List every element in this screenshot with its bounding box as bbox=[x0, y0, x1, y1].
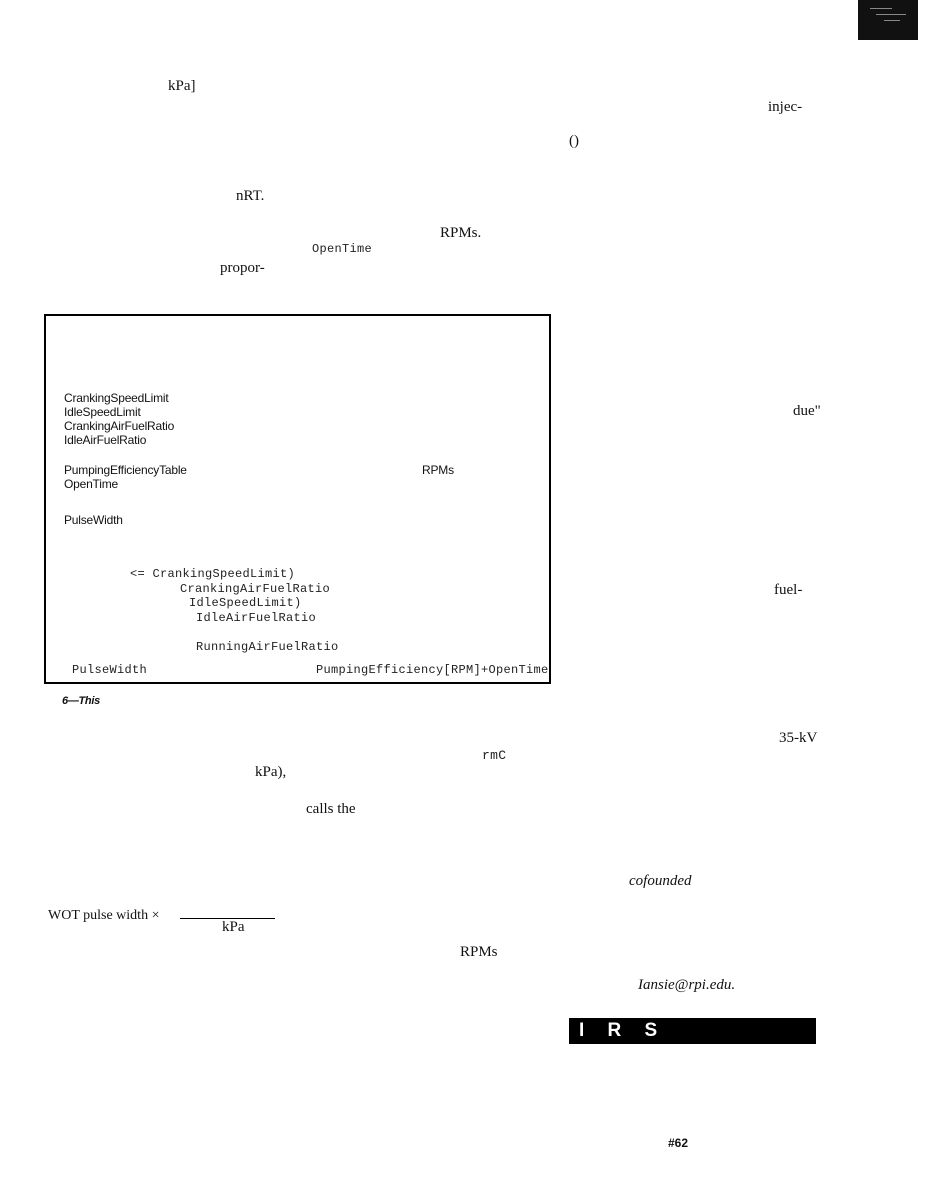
code-listing-box bbox=[44, 314, 551, 684]
text-cofounded: cofounded bbox=[629, 873, 692, 889]
listing-code-6b: PumpingEfficiency[RPM]+OpenTime bbox=[316, 663, 549, 677]
text-kpa-2: kPa), bbox=[255, 764, 287, 780]
listing-caption: 6—This bbox=[62, 695, 100, 707]
text-fuel: fuel- bbox=[774, 582, 803, 598]
page-number: #62 bbox=[668, 1136, 689, 1150]
text-injec: injec- bbox=[768, 99, 803, 115]
text-35kv: 35-kV bbox=[779, 730, 818, 746]
text-email: Iansie@rpi.edu. bbox=[638, 977, 736, 993]
text-calls-the: calls the bbox=[306, 801, 356, 817]
listing-code-3: IdleSpeedLimit) bbox=[189, 596, 302, 610]
formula-fraction-bar bbox=[180, 918, 275, 919]
listing-decl-3: IdleAirFuelRatio bbox=[64, 433, 147, 447]
formula-kpa-denominator: kPa bbox=[222, 919, 245, 935]
listing-code-4: IdleAirFuelRatio bbox=[196, 611, 317, 625]
listing-decl-2: CrankingAirFuelRatio bbox=[64, 419, 175, 433]
listing-rpms: RPMs bbox=[422, 463, 454, 477]
listing-pumping-table: PumpingEfficiencyTable bbox=[64, 463, 187, 477]
text-due: due" bbox=[793, 403, 821, 419]
listing-pulse-width: PulseWidth bbox=[64, 513, 123, 527]
listing-code-5: RunningAirFuelRatio bbox=[196, 640, 339, 654]
text-paren: () bbox=[569, 133, 579, 149]
listing-open-time: OpenTime bbox=[64, 477, 118, 491]
listing-decl-0: CrankingSpeedLimit bbox=[64, 391, 169, 405]
listing-code-1: <= CrankingSpeedLimit) bbox=[130, 567, 296, 581]
corner-scan-mark bbox=[858, 0, 918, 40]
text-opentime: OpenTime bbox=[312, 242, 373, 256]
listing-code-6a: PulseWidth bbox=[72, 663, 148, 677]
formula-wot: WOT pulse width × bbox=[48, 908, 160, 923]
text-nrt: nRT. bbox=[236, 188, 265, 204]
text-rpms: RPMs. bbox=[440, 225, 482, 241]
text-rpms-2: RPMs bbox=[460, 944, 498, 960]
text-rmc: rmC bbox=[482, 748, 507, 763]
listing-decl-1: IdleSpeedLimit bbox=[64, 405, 141, 419]
text-kpa: kPa] bbox=[168, 78, 196, 94]
irs-banner: I R S bbox=[569, 1018, 816, 1044]
listing-code-2: CrankingAirFuelRatio bbox=[180, 582, 331, 596]
text-propor: propor- bbox=[220, 260, 265, 276]
irs-banner-text: I R S bbox=[579, 1020, 667, 1041]
